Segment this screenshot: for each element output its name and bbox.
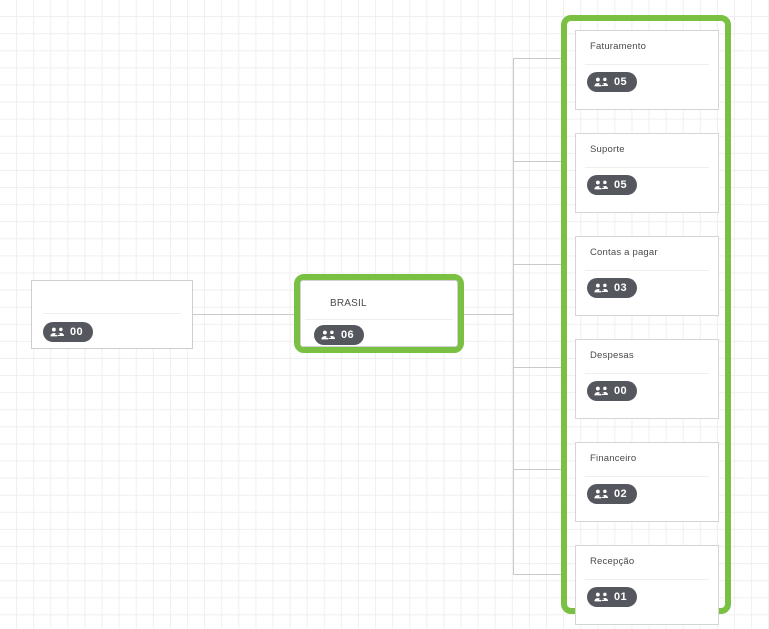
org-node-faturamento[interactable]: Faturamento 05 (575, 30, 719, 110)
divider (585, 373, 709, 374)
org-node-member-count[interactable]: 02 (587, 484, 638, 504)
connector-branch-suporte (513, 161, 563, 162)
people-group-icon (594, 282, 609, 295)
divider (585, 167, 709, 168)
member-count-value: 05 (614, 178, 628, 191)
people-group-icon (50, 326, 65, 339)
divider (305, 319, 453, 320)
connector-branch-recepcao (513, 574, 563, 575)
org-node-title: Contas a pagar (590, 247, 658, 258)
connector-brasil-to-trunk (464, 314, 514, 315)
org-node-brasil[interactable]: BRASIL 06 (300, 280, 458, 347)
org-node-member-count[interactable]: 03 (587, 278, 638, 298)
connector-trunk-vertical (513, 58, 514, 575)
divider (585, 64, 709, 65)
people-group-icon (594, 76, 609, 89)
org-node-brasil-highlight[interactable]: BRASIL 06 (294, 274, 464, 353)
people-group-icon (594, 591, 609, 604)
divider (585, 270, 709, 271)
member-count-value: 05 (614, 75, 628, 88)
org-node-member-count[interactable]: 05 (587, 175, 638, 195)
org-node-member-count[interactable]: 05 (587, 72, 638, 92)
org-node-brasil-title: BRASIL (330, 298, 367, 309)
people-group-icon (594, 488, 609, 501)
org-node-member-count[interactable]: 01 (587, 587, 638, 607)
org-node-suporte[interactable]: Suporte 05 (575, 133, 719, 213)
org-node-brasil-member-count[interactable]: 06 (314, 325, 365, 345)
org-node-title: Financeiro (590, 453, 637, 464)
org-children-group-highlight[interactable]: Faturamento 05 Suporte (561, 15, 731, 625)
org-node-title: Despesas (590, 350, 634, 361)
connector-branch-financeiro (513, 469, 563, 470)
org-node-financeiro[interactable]: Financeiro 02 (575, 442, 719, 522)
org-node-recepcao[interactable]: Recepção 01 (575, 545, 719, 625)
people-group-icon (594, 385, 609, 398)
member-count-value: 00 (614, 384, 628, 397)
connector-branch-despesas (513, 367, 563, 368)
member-count-value: 03 (614, 281, 628, 294)
member-count-value: 06 (341, 328, 355, 341)
divider (585, 579, 709, 580)
member-count-value: 01 (614, 590, 628, 603)
member-count-value: 00 (70, 325, 84, 338)
org-node-title: Recepção (590, 556, 635, 567)
connector-branch-contas-a-pagar (513, 264, 563, 265)
org-node-despesas[interactable]: Despesas 00 (575, 339, 719, 419)
member-count-value: 02 (614, 487, 628, 500)
org-node-title: Suporte (590, 144, 625, 155)
org-node-root[interactable]: 00 (31, 280, 193, 349)
people-group-icon (594, 179, 609, 192)
divider (43, 313, 181, 314)
org-node-title: Faturamento (590, 41, 647, 52)
org-node-root-member-count[interactable]: 00 (43, 322, 94, 342)
connector-root-to-brasil (193, 314, 294, 315)
connector-branch-faturamento (513, 58, 563, 59)
org-node-member-count[interactable]: 00 (587, 381, 638, 401)
divider (585, 476, 709, 477)
people-group-icon (321, 329, 336, 342)
org-node-contas-a-pagar[interactable]: Contas a pagar 03 (575, 236, 719, 316)
